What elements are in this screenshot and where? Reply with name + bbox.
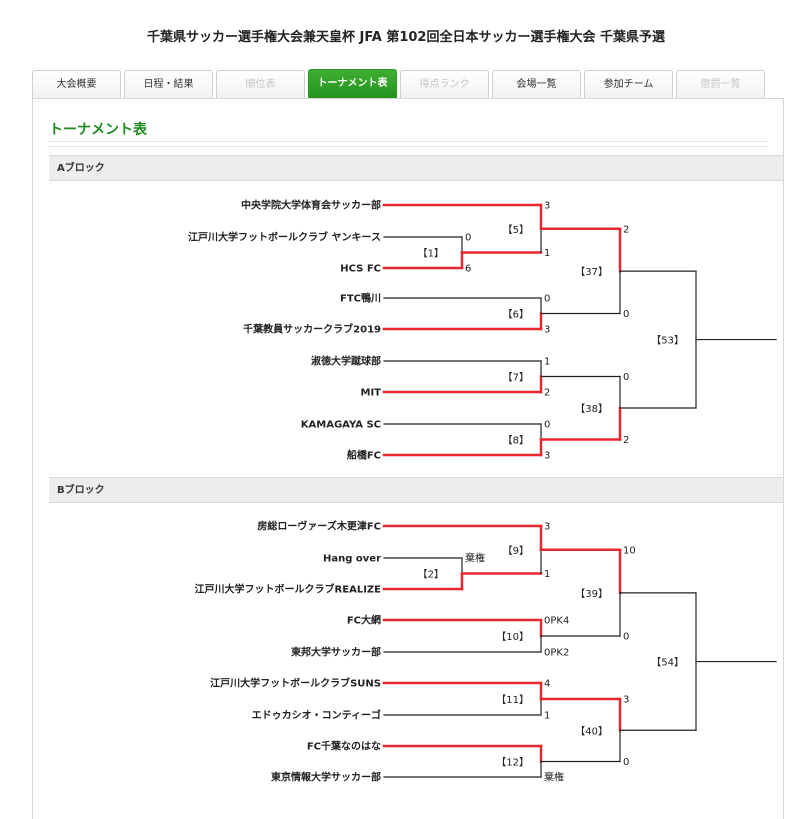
team-name[interactable]: 千葉教員サッカークラブ2019	[243, 323, 381, 336]
match-label: 【37】	[575, 266, 608, 278]
tab-tournament[interactable]: トーナメント表	[308, 69, 397, 99]
block-header-a: Aブロック	[49, 155, 783, 181]
match-score: 6	[465, 264, 471, 275]
team-name[interactable]: 江戸川大学フットボールクラブ ヤンキース	[188, 231, 381, 244]
match-score: 2	[623, 224, 629, 235]
match-score: 10	[623, 545, 636, 556]
match-score: 2	[623, 435, 629, 446]
match-score: 3	[544, 325, 550, 336]
team-name[interactable]: 東邦大学サッカー部	[291, 646, 381, 659]
match-score: 3	[623, 695, 629, 706]
team-name[interactable]: 江戸川大学フットボールクラブREALIZE	[195, 583, 382, 596]
match-score: 1	[544, 569, 550, 580]
match-label: 【40】	[575, 725, 608, 737]
team-name[interactable]: FC千葉なのはな	[307, 740, 381, 753]
match-score: 3	[544, 201, 550, 212]
tab-venues[interactable]: 会場一覧	[492, 70, 581, 98]
team-name[interactable]: 東京情報大学サッカー部	[271, 771, 381, 784]
match-label: 【53】	[651, 335, 684, 347]
team-name[interactable]: エドゥカシオ・コンティーゴ	[252, 709, 381, 722]
match-score: 2	[544, 388, 550, 399]
tab-standings: 順位表	[216, 70, 305, 98]
match-label: 【2】	[418, 569, 444, 581]
title-divider	[49, 141, 767, 147]
match-label: 【38】	[575, 403, 608, 415]
team-name[interactable]: 中央学院大学体育会サッカー部	[241, 199, 381, 212]
match-label: 【1】	[418, 248, 444, 260]
page-title: 千葉県サッカー選手権大会兼天皇杯 JFA 第102回全日本サッカー選手権大会 千…	[146, 30, 665, 45]
tab-schedule[interactable]: 日程・結果	[124, 70, 213, 98]
match-label: 【7】	[503, 372, 529, 384]
team-name[interactable]: Hang over	[323, 554, 381, 565]
team-name[interactable]: FTC鴨川	[340, 292, 381, 305]
team-name[interactable]: FC大網	[347, 614, 381, 627]
match-label: 【8】	[503, 435, 529, 447]
team-name[interactable]: 淑徳大学蹴球部	[311, 355, 381, 368]
match-score: 4	[544, 679, 550, 690]
team-name[interactable]: MIT	[361, 388, 382, 399]
match-score: 棄権	[544, 771, 564, 784]
match-score: 0	[623, 632, 629, 643]
match-score: 0	[544, 420, 550, 431]
match-score: 1	[544, 357, 550, 368]
match-score: 0	[623, 372, 629, 383]
match-label: 【54】	[651, 657, 684, 669]
tab-teams[interactable]: 参加チーム	[584, 70, 673, 98]
match-label: 【12】	[496, 757, 529, 769]
tab-discipline: 懲罰一覧	[676, 70, 765, 98]
block-header-b: Bブロック	[49, 477, 783, 503]
tab-overview[interactable]: 大会概要	[32, 70, 121, 98]
team-name[interactable]: 江戸川大学フットボールクラブSUNS	[210, 677, 381, 690]
match-score: 棄権	[465, 552, 485, 565]
match-label: 【9】	[503, 545, 529, 557]
match-score: 3	[544, 522, 550, 533]
match-score: 0PK4	[544, 616, 569, 627]
match-label: 【10】	[496, 631, 529, 643]
match-score: 3	[544, 451, 550, 462]
team-name[interactable]: 船橋FC	[347, 449, 381, 462]
content-panel: トーナメント表 Aブロック Bブロック	[32, 98, 784, 819]
match-score: 0PK2	[544, 648, 569, 659]
team-name[interactable]: KAMAGAYA SC	[301, 420, 381, 431]
match-label: 【6】	[503, 309, 529, 321]
match-score: 0	[623, 757, 629, 768]
match-score: 1	[544, 711, 550, 722]
match-score: 1	[544, 248, 550, 259]
match-score: 0	[623, 309, 629, 320]
match-score: 0	[544, 294, 550, 305]
match-label: 【5】	[503, 224, 529, 236]
tab-scorers: 得点ランク	[400, 70, 489, 98]
match-score: 0	[465, 233, 471, 244]
section-title: トーナメント表	[49, 122, 147, 138]
match-label: 【39】	[575, 588, 608, 600]
team-name[interactable]: HCS FC	[340, 264, 381, 275]
team-name[interactable]: 房総ローヴァーズ木更津FC	[257, 520, 381, 533]
match-label: 【11】	[496, 694, 529, 706]
